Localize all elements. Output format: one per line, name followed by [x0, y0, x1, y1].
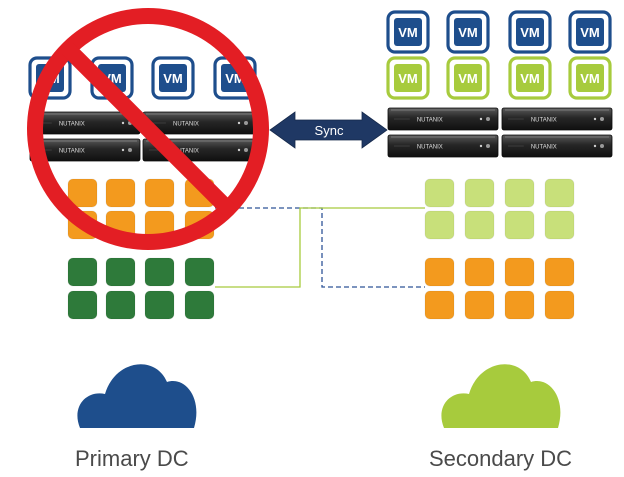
green-block	[504, 178, 535, 208]
nutanix-brand: NUTANIX	[417, 144, 443, 150]
green-block	[424, 210, 455, 240]
vm-icon: VM	[386, 10, 430, 54]
sync-label: Sync	[315, 123, 344, 138]
green-block	[184, 290, 215, 320]
secondary-dc-label: Secondary DC	[429, 446, 573, 471]
svg-text:VM: VM	[580, 71, 600, 86]
svg-text:VM: VM	[398, 71, 418, 86]
replication-link-solid	[215, 207, 425, 288]
orange-block	[464, 257, 495, 287]
green-block	[105, 290, 136, 320]
orange-block	[67, 178, 98, 208]
green-block	[67, 257, 98, 287]
green-block	[144, 257, 175, 287]
green-block	[544, 210, 575, 240]
vm-icon: VM	[446, 10, 490, 54]
vm-icon: VM	[151, 56, 195, 100]
orange-block	[504, 290, 535, 320]
orange-block	[144, 178, 175, 208]
green-block	[464, 210, 495, 240]
svg-text:VM: VM	[580, 25, 600, 40]
nutanix-brand: NUTANIX	[59, 148, 85, 154]
nutanix-brand: NUTANIX	[417, 117, 443, 123]
nutanix-brand: NUTANIX	[59, 121, 85, 127]
green-block	[184, 257, 215, 287]
green-block	[544, 178, 575, 208]
vm-icon: VM	[568, 56, 612, 100]
sync-arrow: Sync	[269, 111, 388, 149]
orange-block	[504, 257, 535, 287]
replication-links	[215, 207, 425, 288]
prohibited-slash	[62, 43, 234, 215]
svg-text:VM: VM	[398, 25, 418, 40]
vm-icon: VM	[446, 56, 490, 100]
svg-text:VM: VM	[458, 71, 478, 86]
nutanix-node: NUTANIX	[387, 107, 499, 131]
nutanix-brand: NUTANIX	[173, 121, 199, 127]
nutanix-brand: NUTANIX	[531, 144, 557, 150]
vm-icon: VM	[508, 56, 552, 100]
green-block	[464, 178, 495, 208]
orange-block	[464, 290, 495, 320]
vm-icon: VM	[508, 10, 552, 54]
vm-icon: VM	[386, 56, 430, 100]
green-block	[67, 290, 98, 320]
nutanix-node: NUTANIX	[29, 138, 141, 162]
orange-block	[424, 257, 455, 287]
svg-text:VM: VM	[520, 71, 540, 86]
svg-text:VM: VM	[163, 71, 183, 86]
clouds	[77, 364, 561, 428]
green-block	[144, 290, 175, 320]
orange-block	[544, 257, 575, 287]
nutanix-node: NUTANIX	[501, 107, 613, 131]
primary-cloud-icon	[77, 364, 197, 428]
primary-dc-label: Primary DC	[75, 446, 189, 471]
green-block	[424, 178, 455, 208]
green-block	[504, 210, 535, 240]
prohibited-sign	[27, 8, 269, 250]
nutanix-node: NUTANIX	[501, 134, 613, 158]
nutanix-brand: NUTANIX	[173, 148, 199, 154]
sync-double-arrow	[269, 111, 388, 149]
nutanix-node: NUTANIX	[387, 134, 499, 158]
orange-block	[105, 178, 136, 208]
orange-block	[544, 290, 575, 320]
nutanix-brand: NUTANIX	[531, 117, 557, 123]
secondary-cloud-icon	[441, 364, 561, 428]
orange-block	[424, 290, 455, 320]
svg-text:VM: VM	[520, 25, 540, 40]
vm-icon: VM	[568, 10, 612, 54]
replication-link-dashed	[215, 207, 425, 288]
svg-text:VM: VM	[458, 25, 478, 40]
green-block	[105, 257, 136, 287]
prohibited-ring	[27, 8, 269, 250]
